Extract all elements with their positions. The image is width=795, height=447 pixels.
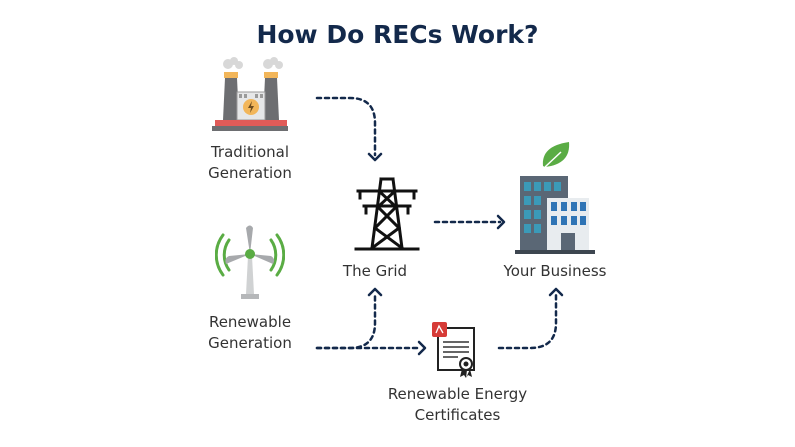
grid-label: The Grid (342, 262, 408, 280)
traditional-generation-label: Traditional Generation (195, 142, 305, 184)
renewable-label-line1: Renewable (208, 313, 292, 331)
power-tower-icon (350, 176, 424, 252)
arrowhead-grid-bottom (367, 287, 383, 297)
arrowhead-business (496, 214, 506, 230)
certificates-label: Renewable Energy Certificates (375, 384, 540, 426)
certificates-label-line1: Renewable Energy (387, 385, 528, 403)
traditional-label-line1: Traditional (210, 143, 290, 161)
renewable-label-line2: Generation (208, 334, 292, 352)
arrow-certificates-to-business (497, 291, 558, 350)
diagram-title: How Do RECs Work? (256, 20, 539, 49)
arrowhead-business-bottom (548, 287, 564, 297)
building-icon (515, 140, 595, 255)
traditional-label-line2: Generation (208, 164, 292, 182)
certificate-icon (428, 320, 480, 380)
arrow-traditional-to-grid (315, 96, 377, 157)
arrow-renewable-to-grid (315, 291, 377, 350)
arrowhead-grid-top (367, 152, 383, 162)
renewable-generation-label: Renewable Generation (195, 312, 305, 354)
business-label: Your Business (503, 262, 607, 280)
factory-icon (210, 56, 290, 132)
arrowhead-certificates (417, 340, 427, 356)
certificates-label-line2: Certificates (414, 406, 501, 424)
wind-turbine-icon (214, 220, 286, 302)
leaf-icon (542, 142, 570, 167)
